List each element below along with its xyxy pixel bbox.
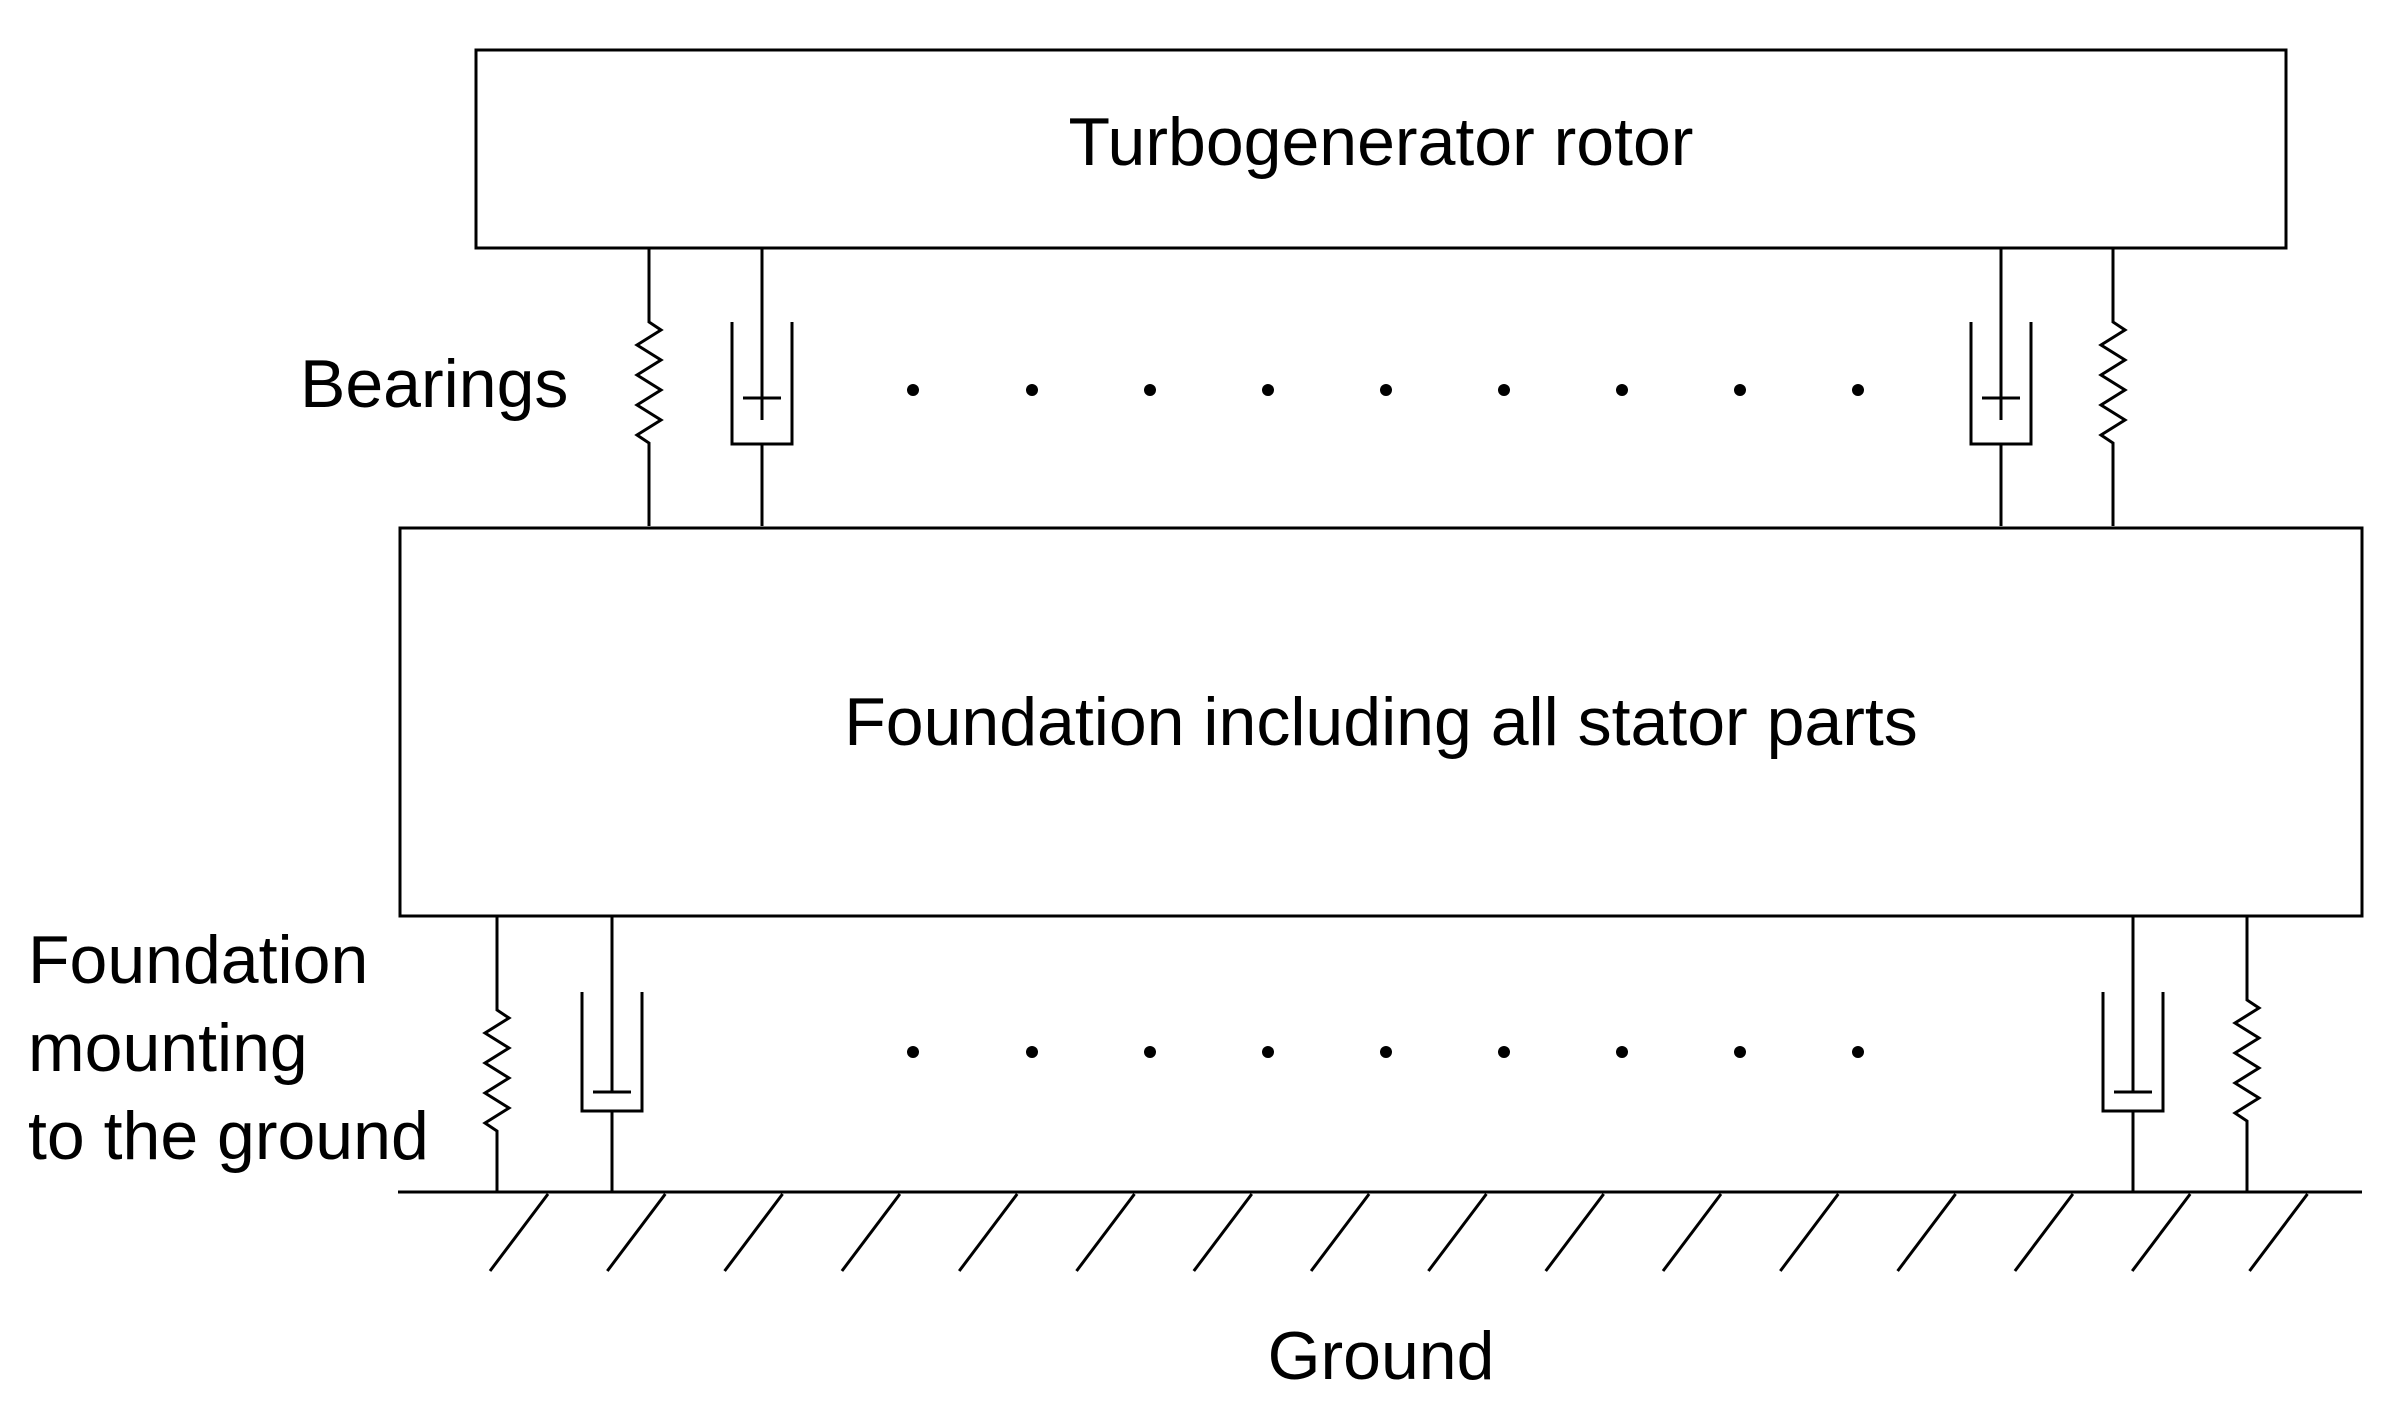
ground-hatch-stroke	[2131, 1193, 2192, 1272]
mounting-spring-left	[482, 916, 512, 1192]
ground-hatch-stroke	[1309, 1193, 1371, 1272]
bearings-label: Bearings	[300, 346, 568, 422]
ground-hatch-stroke	[488, 1193, 550, 1272]
ground-hatch-stroke	[958, 1193, 1019, 1272]
ground-hatch-stroke	[1192, 1193, 1253, 1272]
mounting-damper-right	[2101, 916, 2165, 1192]
ground-hatch-stroke	[1427, 1193, 1488, 1272]
ground-hatch-stroke	[606, 1193, 667, 1272]
ground-hatching	[488, 1193, 2309, 1272]
rotor-label: Turbogenerator rotor	[1069, 104, 1694, 180]
mounting-label: Foundation mounting to the ground	[28, 922, 429, 1174]
bearing-ellipsis-dots	[907, 384, 1864, 396]
ground-hatch-stroke	[1779, 1193, 1840, 1272]
turbogenerator-rotor-box	[474, 48, 2288, 250]
ground-hatch-stroke	[1075, 1193, 1136, 1272]
foundation-box	[398, 526, 2364, 918]
ground-hatch-stroke	[1896, 1193, 1957, 1272]
ground-hatch-stroke	[723, 1193, 784, 1272]
ground-hatch-stroke	[1544, 1193, 1605, 1272]
ground-hatch-stroke	[2248, 1193, 2309, 1272]
ground-label: Ground	[1268, 1318, 1495, 1394]
bearing-spring-left	[634, 248, 664, 526]
bearing-spring-right	[2098, 248, 2128, 526]
bearing-damper-left	[730, 248, 794, 526]
bearing-damper-right	[1969, 248, 2033, 526]
mounting-spring-right	[2232, 916, 2262, 1192]
mounting-damper-left	[580, 916, 644, 1192]
mounting-label-line-3: to the ground	[28, 1098, 429, 1174]
mounting-label-line-1: Foundation	[28, 922, 368, 998]
ground-hatch-stroke	[840, 1193, 902, 1272]
ground-hatch-stroke	[1661, 1193, 1723, 1272]
ground-hatch-stroke	[2013, 1193, 2075, 1272]
mounting-ellipsis-dots	[907, 1046, 1864, 1058]
mounting-label-line-2: mounting	[28, 1010, 308, 1086]
foundation-label: Foundation including all stator parts	[844, 684, 1918, 760]
